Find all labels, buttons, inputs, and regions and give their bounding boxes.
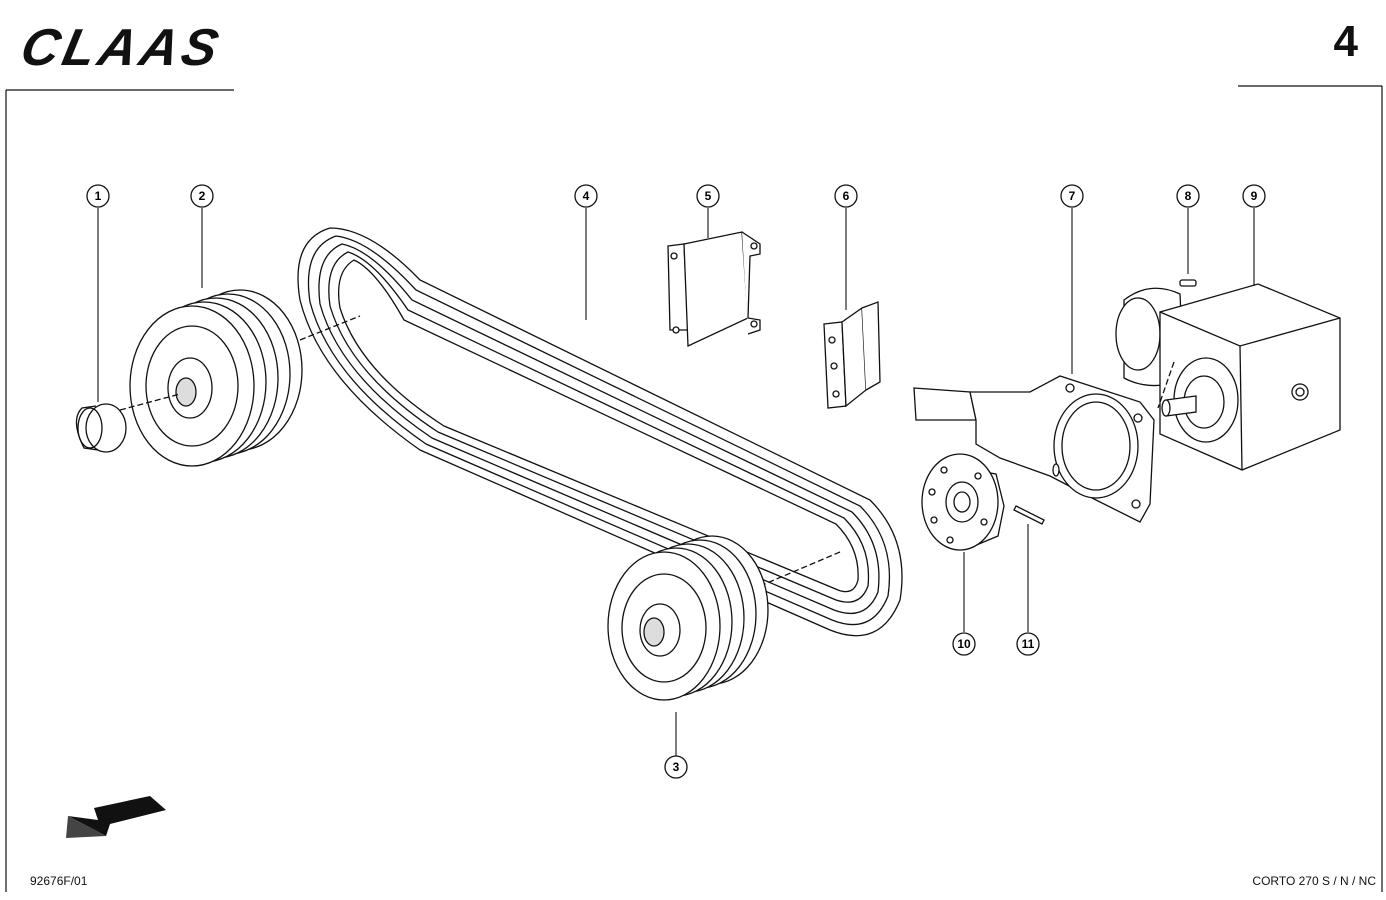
part-bracket-large [667, 231, 761, 348]
callout-4: 4 [574, 184, 598, 208]
part-bushing [75, 403, 127, 453]
svg-text:2: 2 [199, 189, 206, 203]
callout-1: 1 [86, 184, 110, 208]
svg-text:3: 3 [673, 760, 680, 774]
svg-text:10: 10 [957, 637, 971, 651]
svg-text:7: 7 [1069, 189, 1076, 203]
callout-11: 11 [1016, 632, 1040, 656]
part-bracket-small [823, 301, 881, 409]
callout-8: 8 [1176, 184, 1200, 208]
svg-text:9: 9 [1251, 189, 1258, 203]
part-v-belt [297, 227, 903, 637]
part-flange-hub [921, 453, 1005, 551]
callout-10: 10 [952, 632, 976, 656]
svg-text:1: 1 [95, 189, 102, 203]
frame-lines [5, 85, 1383, 892]
part-driven-pulley [607, 535, 769, 701]
part-drive-pulley [119, 289, 303, 467]
part-pin [1013, 505, 1045, 525]
arrow-icon [66, 796, 166, 838]
callout-9: 9 [1242, 184, 1266, 208]
page-number: 4 [1333, 17, 1358, 66]
part-mounting-plate [913, 375, 1155, 523]
model-label: CORTO 270 S / N / NC [1252, 874, 1376, 888]
callout-5: 5 [696, 184, 720, 208]
callout-6: 6 [834, 184, 858, 208]
callout-2: 2 [190, 184, 214, 208]
svg-text:11: 11 [1022, 637, 1035, 651]
callout-3: 3 [664, 755, 688, 779]
callout-7: 7 [1060, 184, 1084, 208]
svg-text:6: 6 [843, 189, 850, 203]
part-key [1179, 279, 1197, 287]
callout-leaders [97, 208, 1255, 756]
svg-text:8: 8 [1185, 189, 1192, 203]
svg-text:4: 4 [583, 189, 590, 203]
drawing-code: 92676F/01 [30, 874, 88, 888]
part-gearbox [1115, 283, 1341, 471]
svg-text:5: 5 [705, 189, 712, 203]
